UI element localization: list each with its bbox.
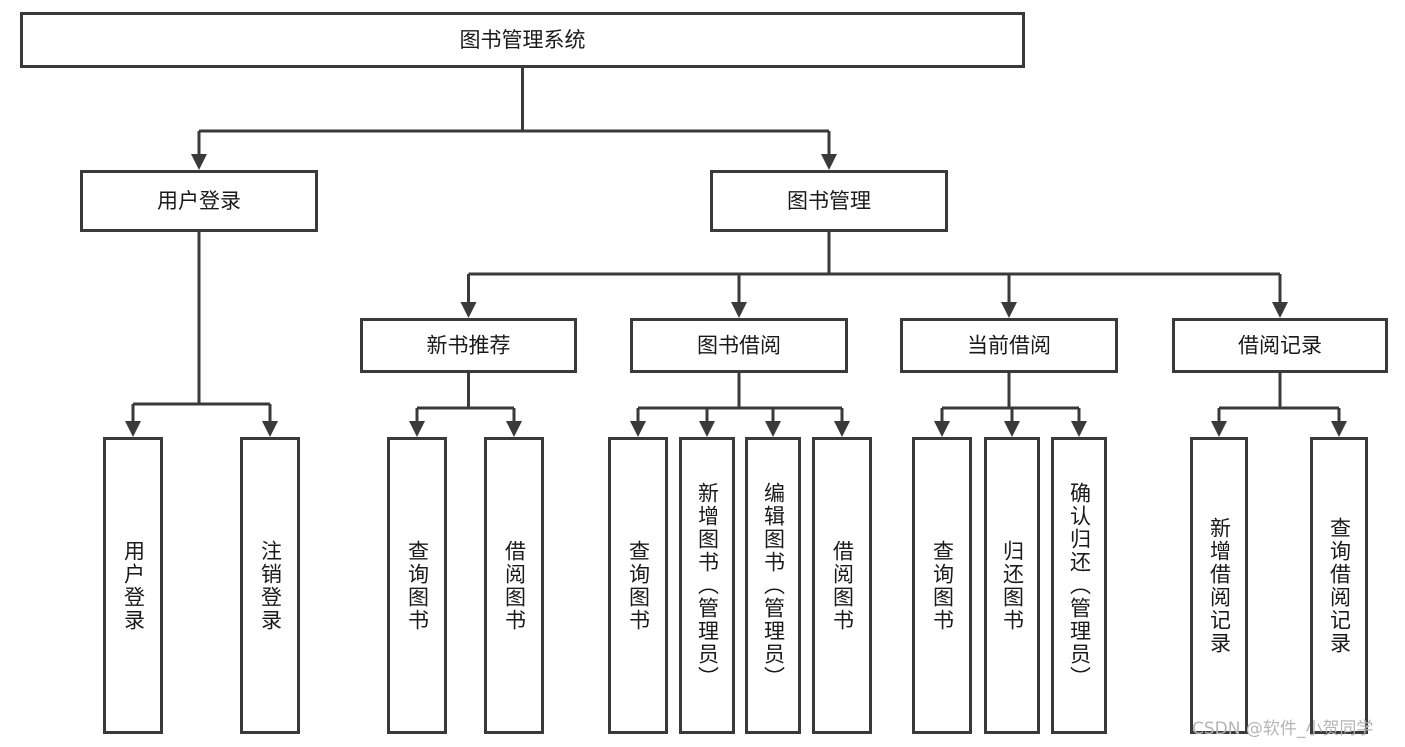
node-label-borrow-records: 借阅记录 <box>1238 334 1322 358</box>
connector-layer <box>125 68 1347 437</box>
node-box-leaf-return-book[interactable] <box>984 437 1040 734</box>
arrowhead-user-login <box>191 154 207 170</box>
csdn-watermark: CSDN @软件_小贺同学 <box>1192 719 1374 739</box>
node-box-leaf-query-book-rec[interactable] <box>387 437 447 734</box>
node-box-leaf-borrow-book-rec[interactable] <box>484 437 544 734</box>
arrowhead-borrow-records <box>1272 302 1288 318</box>
node-box-leaf-borrow-book[interactable] <box>812 437 872 734</box>
node-label-book-management: 图书管理 <box>787 189 871 213</box>
node-box-new-book-recommend[interactable] <box>360 318 577 373</box>
arrowhead-leaf-borrow-book <box>834 421 850 437</box>
arrowhead-current-borrow <box>1001 302 1017 318</box>
node-box-borrow-records[interactable] <box>1172 318 1388 373</box>
node-box-leaf-edit-book[interactable] <box>745 437 801 734</box>
arrowhead-leaf-add-borrow-record <box>1211 421 1227 437</box>
node-box-user-login[interactable] <box>80 170 318 232</box>
arrowhead-leaf-user-logout <box>262 421 278 437</box>
arrowhead-new-book-recommend <box>460 302 477 318</box>
node-label-book-borrow: 图书借阅 <box>697 334 781 358</box>
node-box-leaf-query-borrow-record[interactable] <box>1310 437 1368 734</box>
node-label-user-login: 用户登录 <box>157 189 241 213</box>
arrowhead-leaf-query-book-borrow <box>630 421 646 437</box>
node-box-leaf-user-login[interactable] <box>103 437 163 734</box>
node-box-leaf-add-book[interactable] <box>679 437 735 734</box>
arrowhead-leaf-borrow-book-rec <box>506 421 522 437</box>
node-box-leaf-user-logout[interactable] <box>240 437 300 734</box>
node-label-new-book-recommend: 新书推荐 <box>427 334 511 358</box>
node-box-leaf-confirm-return[interactable] <box>1051 437 1107 734</box>
arrowhead-leaf-query-book-current <box>934 421 950 437</box>
arrowhead-book-management <box>821 154 837 170</box>
node-box-leaf-query-book-borrow[interactable] <box>608 437 668 734</box>
node-box-leaf-add-borrow-record[interactable] <box>1190 437 1248 734</box>
arrowhead-leaf-edit-book <box>765 421 781 437</box>
arrowhead-leaf-query-book-rec <box>409 421 425 437</box>
arrowhead-leaf-add-book <box>699 421 715 437</box>
node-box-leaf-query-book-current[interactable] <box>912 437 972 734</box>
node-box-current-borrow[interactable] <box>900 318 1118 373</box>
arrowhead-leaf-confirm-return <box>1071 421 1087 437</box>
node-box-book-management[interactable] <box>710 170 948 232</box>
arrowhead-leaf-user-login <box>125 421 141 437</box>
node-label-current-borrow: 当前借阅 <box>967 334 1051 358</box>
arrowhead-leaf-return-book <box>1004 421 1020 437</box>
node-label-root: 图书管理系统 <box>460 28 586 52</box>
node-box-root[interactable] <box>20 12 1025 68</box>
node-box-layer <box>20 12 1388 734</box>
node-box-book-borrow[interactable] <box>630 318 848 373</box>
arrowhead-leaf-query-borrow-record <box>1331 421 1347 437</box>
arrowhead-book-borrow <box>731 302 747 318</box>
